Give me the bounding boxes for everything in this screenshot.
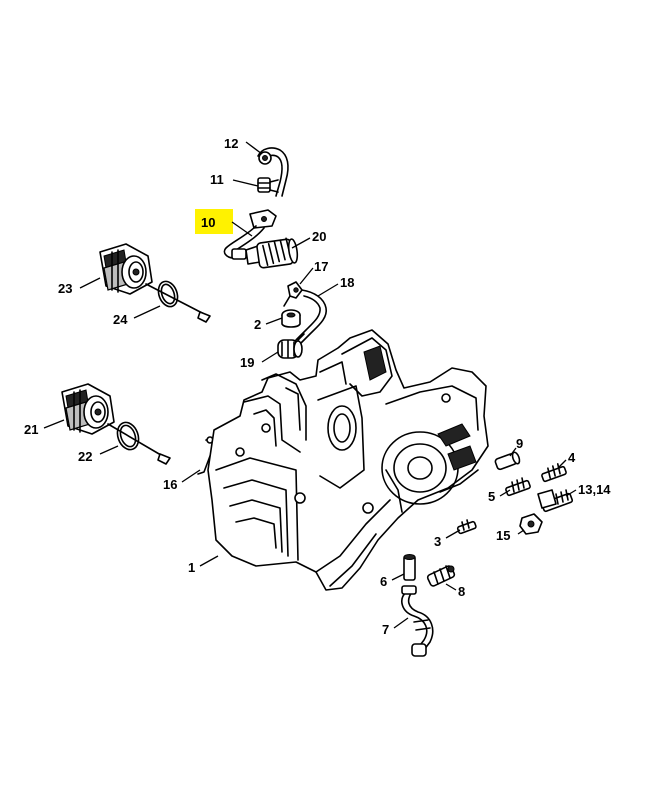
part-4-stud [541, 463, 567, 483]
part-20-oil-filter [245, 237, 299, 269]
part-8-adjuster [426, 565, 456, 587]
part-11-connector [257, 177, 279, 193]
callout-10: 10 [201, 215, 215, 230]
callout-20: 20 [312, 229, 326, 244]
part-12-hose-elbow [257, 147, 289, 197]
callout-21: 21 [24, 422, 38, 437]
leader-lines [43, 141, 577, 629]
part-5-stud [505, 477, 531, 497]
callout-8: 8 [458, 584, 465, 599]
part-1-crankcase [207, 329, 489, 591]
callout-17: 17 [314, 259, 328, 274]
part-19-fuel-pickup [277, 333, 305, 359]
part-21-assembly [61, 383, 115, 435]
callout-15: 15 [496, 528, 510, 543]
part-7-oil-hose [401, 585, 434, 657]
callout-6: 6 [380, 574, 387, 589]
callout-highlight [195, 209, 233, 234]
callout-11: 11 [210, 172, 224, 187]
part-24-o-ring [145, 280, 211, 323]
callout-3: 3 [434, 534, 441, 549]
callout-16: 16 [163, 477, 177, 492]
callout-labels: 12 11 10 20 17 18 23 24 2 19 21 22 16 9 … [24, 136, 611, 637]
callout-9: 9 [516, 436, 523, 451]
part-9-sleeve [494, 451, 521, 471]
callout-1: 1 [188, 560, 195, 575]
callout-19: 19 [240, 355, 254, 370]
callout-23: 23 [58, 281, 72, 296]
part-23-assembly [99, 243, 153, 295]
callout-5: 5 [488, 489, 495, 504]
callout-13-14: 13,14 [578, 482, 611, 497]
part-17-fitting [283, 281, 303, 307]
part-6-pin [403, 554, 416, 581]
part-15-nut [519, 513, 543, 535]
part-18-fuel-hose [295, 289, 328, 345]
callout-12: 12 [224, 136, 238, 151]
callout-4: 4 [568, 450, 576, 465]
part-22-o-ring [107, 421, 171, 465]
callout-18: 18 [340, 275, 354, 290]
callout-22: 22 [78, 449, 92, 464]
part-13-14-stud [537, 489, 574, 513]
part-2-grommet [281, 309, 301, 328]
callout-7: 7 [382, 622, 389, 637]
callout-2: 2 [254, 317, 261, 332]
part-3-screw [456, 519, 477, 535]
callout-24: 24 [113, 312, 128, 327]
